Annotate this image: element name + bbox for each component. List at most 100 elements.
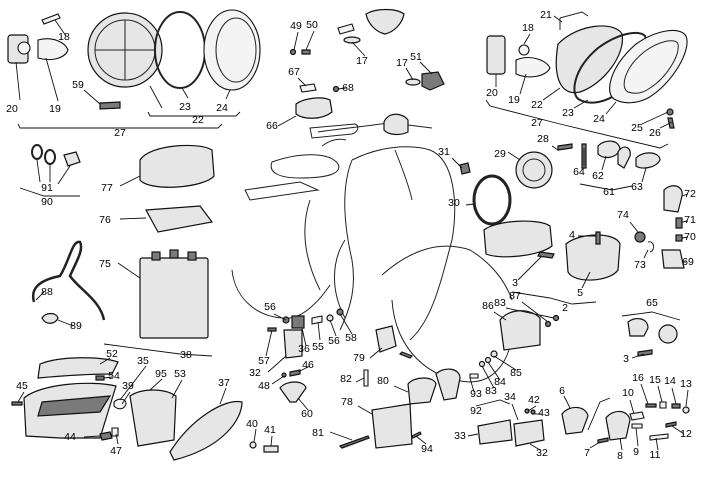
horn-part [515, 151, 553, 189]
part-label-3b: 3 [623, 353, 629, 365]
part-label-72: 72 [684, 188, 696, 200]
leader-lines [15, 15, 689, 451]
part-label-31: 31 [438, 146, 450, 158]
part-label-8: 8 [617, 450, 623, 462]
part-label-13: 13 [680, 378, 692, 390]
part-label-21: 21 [540, 9, 552, 21]
top-middle-parts [289, 8, 445, 119]
part-label-42: 42 [528, 394, 540, 406]
part-label-23b: 23 [562, 107, 574, 119]
tail-lamp-cover-part [365, 8, 405, 35]
part-label-56a: 56 [264, 301, 276, 313]
part-label-62: 62 [592, 170, 604, 182]
part-label-81: 81 [312, 427, 324, 439]
part-label-33: 33 [454, 430, 466, 442]
part-label-19b: 19 [508, 94, 520, 106]
part-label-7: 7 [584, 447, 590, 459]
part-label-35: 35 [137, 355, 149, 367]
part-label-84: 84 [494, 376, 506, 388]
part-label-36: 36 [298, 343, 310, 355]
part-label-92: 92 [470, 405, 482, 417]
part-label-82: 82 [340, 373, 352, 385]
lamp-lens-plate-part [169, 400, 243, 461]
battery-group [31, 144, 215, 339]
part-label-61: 61 [603, 186, 615, 198]
part-label-3a: 3 [512, 277, 518, 289]
battery-part [139, 257, 209, 339]
part-label-40: 40 [246, 418, 258, 430]
part-label-20b: 20 [486, 87, 498, 99]
part-label-23a: 23 [179, 101, 191, 113]
part-label-87: 87 [509, 290, 521, 302]
part-label-46: 46 [302, 359, 314, 371]
part-label-38: 38 [180, 349, 192, 361]
part-label-53: 53 [174, 368, 186, 380]
part-label-22a: 22 [192, 114, 204, 126]
small-bulb-part [41, 13, 61, 25]
part-label-88: 88 [41, 286, 53, 298]
part-label-17b: 17 [396, 57, 408, 69]
switch-assembly-group [561, 401, 690, 444]
headlight-left-group [7, 9, 261, 110]
part-label-47: 47 [110, 445, 122, 457]
switch-part [295, 97, 333, 119]
part-label-85: 85 [510, 367, 522, 379]
tail-lamp-base-part [565, 234, 621, 281]
part-label-29: 29 [494, 148, 506, 160]
part-label-78: 78 [341, 396, 353, 408]
part-label-34: 34 [504, 391, 516, 403]
part-label-28: 28 [537, 133, 549, 145]
part-label-71: 71 [684, 214, 696, 226]
part-label-11: 11 [650, 449, 661, 461]
condenser-part [283, 329, 303, 359]
part-label-14: 14 [664, 375, 676, 387]
part-label-9: 9 [633, 446, 639, 458]
part-label-15: 15 [649, 374, 661, 386]
part-label-5: 5 [577, 287, 583, 299]
part-label-32b: 32 [536, 447, 548, 459]
rear-lamp-group [11, 357, 243, 461]
headlight-rim-part [203, 9, 261, 91]
part-label-50: 50 [306, 19, 318, 31]
regulator-part [375, 325, 397, 353]
part-label-49: 49 [290, 20, 302, 32]
part-label-52: 52 [106, 348, 118, 360]
fuse-holder-part [279, 381, 307, 403]
part-label-30: 30 [448, 197, 460, 209]
part-label-18b: 18 [522, 22, 534, 34]
part-label-26: 26 [649, 127, 661, 139]
group-brackets [17, 99, 681, 431]
part-label-55: 55 [312, 341, 324, 353]
part-label-39: 39 [122, 380, 134, 392]
part-label-70: 70 [684, 231, 696, 243]
part-label-77: 77 [101, 182, 113, 194]
switch-housing-part [561, 406, 589, 435]
part-label-45: 45 [16, 380, 28, 392]
battery-pad-part [145, 205, 214, 233]
part-label-56b: 56 [328, 335, 340, 347]
part-label-95: 95 [155, 368, 167, 380]
oval-rim-part [609, 29, 688, 104]
battery-cover-part [139, 144, 215, 188]
part-label-25: 25 [631, 122, 643, 134]
part-label-79: 79 [353, 352, 365, 364]
part-label-37: 37 [218, 377, 230, 389]
tail-lamp-lens-part [483, 220, 553, 258]
part-label-24a: 24 [216, 102, 228, 114]
scooter-outline [231, 113, 513, 383]
part-label-89: 89 [70, 320, 82, 332]
number-plate-lamp-part [477, 419, 513, 445]
part-label-64: 64 [573, 166, 585, 178]
part-label-27b: 27 [531, 117, 543, 129]
part-label-93: 93 [470, 388, 482, 400]
part-label-73: 73 [634, 259, 646, 271]
part-label-12: 12 [680, 428, 692, 440]
part-label-51: 51 [410, 51, 422, 63]
part-label-68: 68 [342, 82, 354, 94]
part-label-83b: 83 [485, 385, 497, 397]
part-label-19a: 19 [49, 103, 61, 115]
part-label-41: 41 [264, 424, 276, 436]
part-label-43: 43 [538, 407, 550, 419]
part-label-27a: 27 [114, 127, 126, 139]
